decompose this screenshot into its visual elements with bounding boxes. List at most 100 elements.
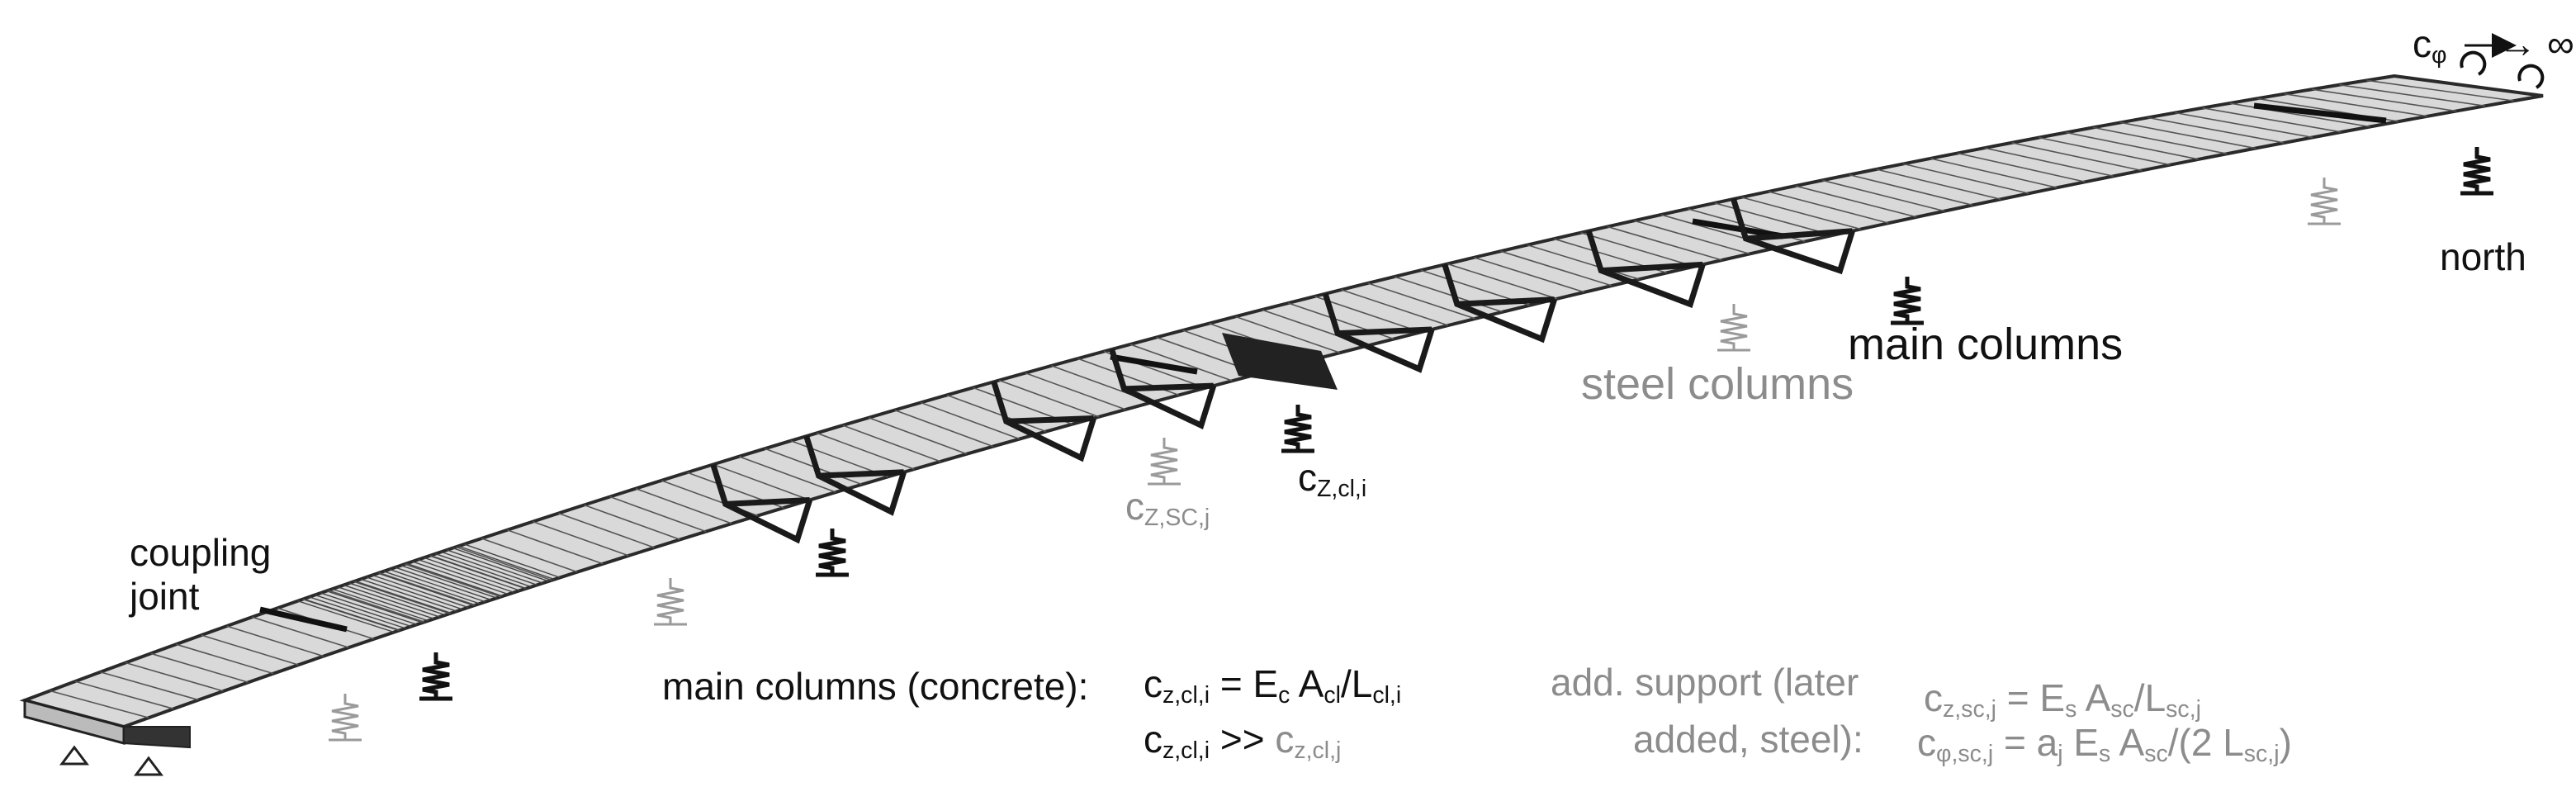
section-line	[1110, 353, 1198, 375]
add-support-line2: added, steel):	[1633, 718, 1863, 761]
deck-segment-line	[2202, 107, 2342, 133]
deck-segment-line	[379, 571, 476, 606]
cross-frame-truss	[1731, 197, 1855, 275]
deck-segment-line	[372, 574, 469, 609]
deck-segment-line	[400, 565, 497, 599]
deck-segment-line	[506, 529, 604, 565]
deck-segment-line	[406, 562, 503, 597]
main-column-spring	[816, 529, 849, 577]
deck-segment-line	[894, 409, 994, 448]
steel-column-spring	[1148, 438, 1181, 486]
c-phi-sub: φ	[2432, 42, 2447, 69]
deck-segment-line	[354, 581, 452, 614]
deck-segment-line	[1367, 282, 1476, 320]
deck-segment-line	[1500, 250, 1612, 287]
deck-segment-line	[315, 594, 412, 628]
north-label: north	[2440, 238, 2526, 276]
deck-segment-line	[868, 417, 968, 455]
cross-frame-truss	[803, 435, 907, 516]
deck-segment-line	[1235, 315, 1340, 353]
deck-segment-line	[429, 555, 526, 590]
cross-frame-truss	[991, 381, 1096, 462]
steel-columns-label: steel columns	[1581, 362, 1854, 406]
deck-segment-line	[2229, 102, 2370, 128]
deck-segment-line	[337, 586, 434, 619]
deck-segment-line	[816, 432, 915, 470]
deck-segment-line	[2039, 136, 2171, 166]
deck-segment-line	[424, 557, 520, 591]
deck-segment-line	[2147, 116, 2285, 144]
deck-segment-line	[713, 463, 810, 501]
deck-segment-line	[2066, 131, 2199, 160]
deck-segment-line	[1580, 232, 1695, 268]
deck-segment-line	[558, 512, 655, 548]
deck-segment-line	[389, 568, 486, 603]
deck-segment-line	[455, 546, 552, 581]
steel-columns-text: steel columns	[1581, 359, 1854, 409]
cross-frame-truss	[1585, 230, 1706, 308]
c-phi-symbol: c	[2413, 22, 2432, 65]
deck-segment-lines	[50, 79, 2515, 718]
deck-segment-line	[1821, 179, 1945, 212]
north-text: north	[2440, 235, 2526, 278]
deck-segment-line	[1341, 289, 1449, 326]
cross-frame-truss	[1322, 292, 1435, 373]
deck-segment-line	[332, 588, 429, 622]
bearing-support-left	[59, 745, 89, 766]
deck-segment-line	[458, 545, 555, 581]
deck-segment-line	[2339, 83, 2486, 107]
deck-segment-line	[435, 552, 532, 588]
section-line	[2253, 102, 2387, 124]
deck-segment-line	[360, 578, 457, 612]
c-phi-infinity: → ∞	[2498, 22, 2574, 65]
formula-eq1: cz,cl,i = Ec Acl/Lcl,i	[1144, 662, 1402, 709]
deck-segment-line	[1473, 257, 1585, 293]
formula-eq2: cz,cl,i >> cz,cl,j	[1144, 718, 1342, 765]
cz-cl-i-label: cZ,cl,i	[1298, 458, 1366, 501]
cz-cl-i-sub: Z,cl,i	[1317, 476, 1367, 503]
main-column-spring	[1281, 405, 1314, 453]
dark-box-segment	[1222, 333, 1338, 390]
main-column-spring	[1891, 277, 1924, 325]
deck-segment-line	[2366, 79, 2515, 102]
deck-segment-line	[50, 690, 149, 718]
deck-segment-line	[1849, 173, 1973, 206]
add-support-line1: add. support (later	[1551, 661, 1859, 704]
coupling-label-line2: joint	[130, 574, 200, 618]
deck-segment-line	[176, 643, 274, 675]
deck-segment-line	[920, 401, 1020, 440]
deck-segment-line	[1607, 225, 1722, 261]
steel-column-spring	[329, 694, 362, 742]
deck-segment-line	[1394, 276, 1503, 313]
deck-segment-line	[2284, 92, 2428, 117]
deck-segment-line	[74, 680, 174, 710]
deck-segment-line	[842, 424, 941, 462]
deck-segment-line	[395, 567, 492, 601]
cz-sc-j-sub: Z,SC,j	[1144, 505, 1210, 532]
deck-segment-line	[309, 596, 406, 629]
deck-segment-line	[412, 561, 509, 595]
bridge-deck	[19, 73, 2544, 729]
add-support-title: add. support (later	[1551, 663, 1859, 701]
bearing-support-right	[134, 756, 163, 776]
deck-segment-line	[383, 571, 481, 604]
deck-segment-line	[366, 576, 463, 610]
coupling-joint-line	[259, 606, 348, 633]
deck-segment-line	[1876, 168, 2001, 201]
steel-column-spring	[654, 578, 687, 626]
main-columns-formula-text: main columns (concrete):	[662, 665, 1089, 708]
deck-segment-line	[1903, 163, 2029, 195]
deck-segment-line	[452, 547, 549, 582]
deck-segment-line	[998, 379, 1100, 418]
main-columns-formula-title: main columns (concrete):	[662, 667, 1088, 705]
main-column-spring	[2460, 147, 2493, 196]
deck-segment-line	[946, 394, 1047, 433]
deck-segment-line	[2312, 88, 2457, 112]
deck-segment-line	[1741, 197, 1861, 230]
deck-segment-line	[1768, 191, 1889, 224]
deck-segment-line	[418, 558, 514, 594]
deck-segment-line	[1957, 152, 2086, 183]
main-column-spring	[419, 652, 452, 701]
deck-segment-line	[1930, 158, 2057, 188]
